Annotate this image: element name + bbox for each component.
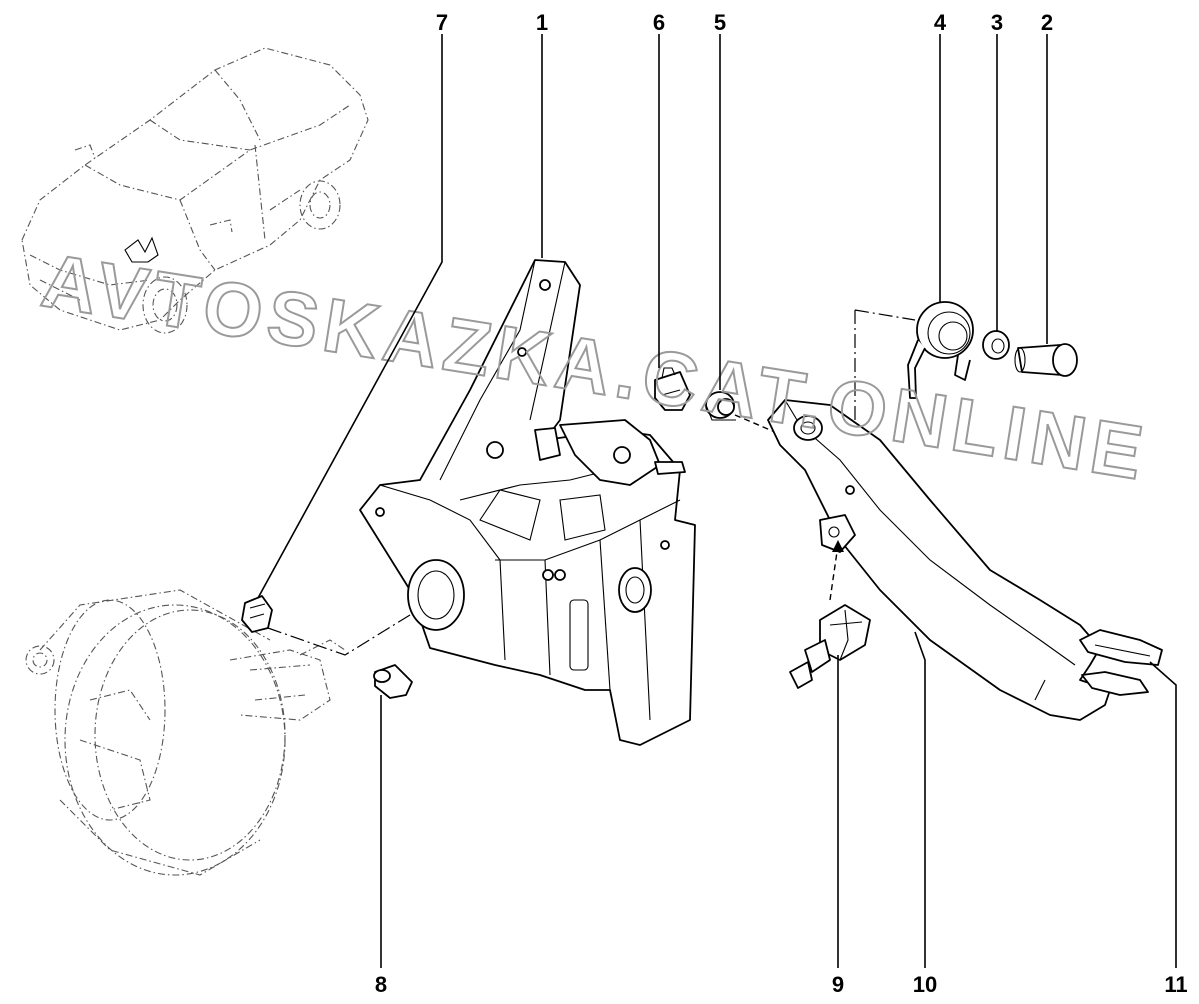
axle-bolt: [1014, 343, 1078, 377]
leader-lines: [257, 34, 1177, 968]
callout-9: 9: [832, 972, 844, 997]
callout-11: 11: [1164, 972, 1187, 997]
arrow-head: [832, 540, 844, 552]
pedal-bushing: [705, 391, 736, 421]
callout-2: 2: [1041, 10, 1053, 35]
pedal-pad: [1079, 629, 1163, 696]
callout-10: 10: [913, 972, 937, 997]
pedal-clip: [654, 367, 691, 411]
callout-1: 1: [536, 10, 548, 35]
callout-8: 8: [375, 972, 387, 997]
washer: [982, 330, 1010, 360]
callout-labels: 1 2 3 4 5 6 7 8 9 10 11: [375, 10, 1188, 997]
bracket-clip: [241, 595, 273, 633]
callout-7: 7: [436, 10, 448, 35]
callout-4: 4: [934, 10, 947, 35]
callout-6: 6: [653, 10, 665, 35]
pedal-location-marker: [124, 236, 159, 263]
callout-3: 3: [991, 10, 1003, 35]
brake-light-switch: [789, 604, 871, 689]
pedal-bracket: [359, 259, 696, 746]
return-spring: [907, 301, 974, 399]
car-locator-thumbnail: [21, 47, 369, 334]
pedal-pin: [373, 664, 413, 699]
brake-booster-ghost: [25, 589, 346, 876]
callout-5: 5: [714, 10, 726, 35]
